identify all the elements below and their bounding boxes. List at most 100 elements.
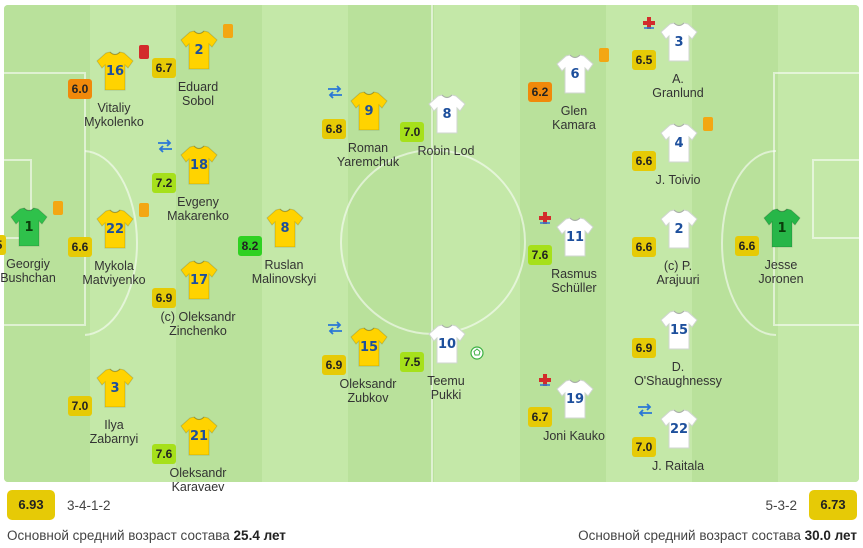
player-rating: 6.9 — [322, 355, 346, 375]
substitution-icon — [636, 403, 654, 417]
shirt-icon: 6 — [556, 54, 594, 94]
away-age-label: Основной средний возраст состава — [578, 528, 801, 543]
home-formation: 3-4-1-2 — [67, 497, 111, 513]
player-number: 15 — [669, 323, 689, 338]
player-name: J. Raitala — [651, 459, 705, 473]
player-rating: 8.2 — [238, 236, 262, 256]
shirt-icon: 9 — [350, 91, 388, 131]
shirt-icon: 4 — [660, 123, 698, 163]
shirt-icon: 19 — [556, 379, 594, 419]
player-number: 16 — [105, 64, 125, 79]
player-rating: 7.6 — [528, 245, 552, 265]
left-goal-area — [4, 159, 32, 239]
player-number: 8 — [280, 221, 290, 236]
player-rating: 6.9 — [632, 338, 656, 358]
player-number: 1 — [24, 220, 34, 235]
shirt-icon: 15 — [350, 327, 388, 367]
player-rating: 6.5 — [632, 50, 656, 70]
substitution-icon — [326, 321, 344, 335]
player-name: Joni Kauko — [543, 429, 605, 443]
shirt-icon: 2 — [180, 30, 218, 70]
player-name: D.O'Shaughnessy — [634, 360, 722, 388]
home-team-summary: 6.93 3-4-1-2 — [7, 490, 111, 520]
red-card-icon — [139, 45, 149, 59]
player-name: (c) P.Arajuuri — [656, 259, 700, 287]
injury-icon — [642, 16, 656, 30]
player-number: 3 — [110, 381, 120, 396]
player-number: 19 — [565, 392, 585, 407]
away-team-summary: 5-3-2 6.73 — [765, 490, 857, 520]
home-average-age: Основной средний возраст состава 25.4 ле… — [7, 528, 286, 543]
player-number: 9 — [364, 104, 374, 119]
player-number: 21 — [189, 429, 209, 444]
shirt-icon: 2 — [660, 209, 698, 249]
player-number: 15 — [359, 340, 379, 355]
player-rating: 7.2 — [152, 173, 176, 193]
shirt-icon: 11 — [556, 217, 594, 257]
player-rating: 6.6 — [632, 151, 656, 171]
player-rating: 6.6 — [632, 237, 656, 257]
substitution-icon — [326, 85, 344, 99]
player-rating: 7.0 — [68, 396, 92, 416]
home-team-rating: 6.93 — [7, 490, 55, 520]
shirt-icon: 3 — [660, 22, 698, 62]
shirt-icon: 18 — [180, 145, 218, 185]
away-average-age: Основной средний возраст состава 30.0 ле… — [578, 528, 857, 543]
player-rating: 7.0 — [632, 437, 656, 457]
player-rating: 6.6 — [735, 236, 759, 256]
player-number: 18 — [189, 158, 209, 173]
shirt-icon: 1 — [763, 208, 801, 248]
player-rating: 7.5 — [400, 352, 424, 372]
home-age-label: Основной средний возраст состава — [7, 528, 230, 543]
player-number: 3 — [674, 35, 684, 50]
shirt-icon: 8 — [428, 94, 466, 134]
substitution-icon — [156, 139, 174, 153]
player-number: 11 — [565, 230, 585, 245]
player-rating: 7.0 — [400, 122, 424, 142]
shirt-icon: 3 — [96, 368, 134, 408]
right-goal-area — [812, 159, 859, 239]
player-name: Robin Lod — [417, 144, 475, 158]
shirt-icon: 21 — [180, 416, 218, 456]
player-rating: 6.9 — [152, 288, 176, 308]
player-rating: 6.7 — [152, 58, 176, 78]
player-rating: 6.8 — [322, 119, 346, 139]
center-circle — [340, 149, 526, 335]
player-rating: 6.7 — [528, 407, 552, 427]
home-player[interactable]: 16.5GeorgiyBushchan — [0, 201, 88, 285]
